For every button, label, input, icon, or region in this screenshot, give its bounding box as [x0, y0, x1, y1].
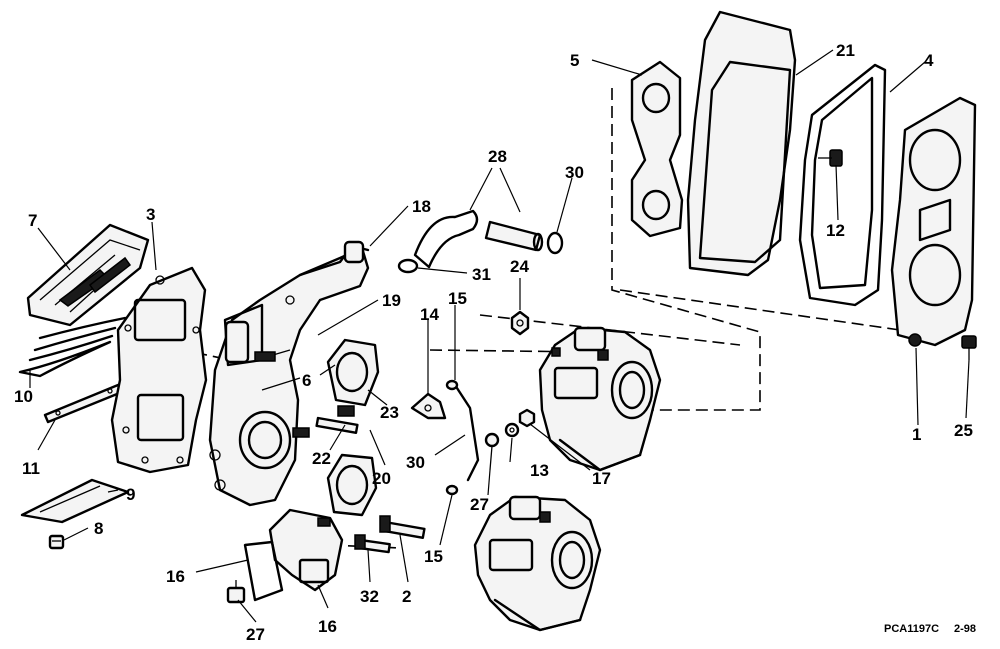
- callout-9: 9: [126, 485, 135, 504]
- part-screw-8: [48, 534, 65, 550]
- callout-28: 27: [470, 495, 489, 514]
- part-bracket-16: [268, 508, 344, 592]
- callout-31b: 31: [472, 265, 491, 284]
- part-screw-28: [484, 432, 500, 471]
- part-linkage-14: [410, 392, 447, 420]
- callout-8: 8: [94, 519, 103, 538]
- callout-15a: 15: [448, 289, 467, 308]
- part-clamp-31: [397, 231, 564, 274]
- part-intake-manifold: [208, 240, 370, 507]
- part-silencer-cover-1: [890, 96, 977, 347]
- callout-21: 20: [372, 469, 391, 488]
- callout-16: 16: [318, 617, 337, 636]
- callout-32: 32: [360, 587, 379, 606]
- part-carb-gasket-lower: [326, 453, 378, 517]
- callout-7: 7: [28, 211, 37, 230]
- part-carb-gasket-upper: [326, 338, 380, 407]
- callout-13: 13: [530, 461, 549, 480]
- drawing-code-date: 2-98: [954, 623, 976, 635]
- part-link-rod-30: [453, 383, 480, 482]
- callout-26: 25: [954, 421, 973, 440]
- callout-11: 11: [22, 459, 40, 478]
- callout-25: 24: [510, 257, 529, 276]
- callout-12: 12: [826, 221, 845, 240]
- callout-3: 3: [146, 205, 155, 224]
- callout-10: 10: [14, 387, 33, 406]
- part-gasket-4: [798, 63, 887, 307]
- callout-4: 4: [924, 51, 934, 70]
- callout-27: 27: [246, 625, 265, 644]
- part-plate-17: [243, 540, 284, 602]
- part-reed-block: [26, 223, 150, 327]
- drawing-code: PCA1197C 2-98: [884, 623, 976, 635]
- part-screw-12: [818, 149, 843, 167]
- callout-23: 22: [312, 449, 331, 468]
- part-washer-13: [504, 422, 520, 438]
- callout-19: 18: [412, 197, 431, 216]
- part-fitting-15: [445, 379, 459, 496]
- callout-30: 30: [406, 453, 425, 472]
- callout-18: 17: [592, 469, 611, 488]
- part-hose-29: [484, 220, 544, 252]
- part-screw-32: [354, 534, 391, 554]
- callout-17: 16: [166, 567, 185, 586]
- callout-labels: 7 3 5 21 4 18 28 30 31 24 19 14 15 6 23 …: [14, 41, 973, 644]
- part-reed-petals: [18, 316, 127, 378]
- part-gasket-5: [630, 60, 684, 238]
- part-airbox-22: [686, 10, 797, 277]
- callout-14: 14: [420, 305, 439, 324]
- leader-lines: [29, 49, 970, 623]
- callout-1: 1: [912, 425, 921, 444]
- callout-15b: 15: [424, 547, 443, 566]
- drawing-code-id: PCA1197C: [884, 623, 939, 635]
- callout-22: 21: [836, 41, 855, 60]
- part-nut-18: [518, 408, 536, 428]
- part-reed-gasket: [110, 266, 208, 474]
- part-studs: [315, 405, 359, 435]
- part-gasket-plate: [20, 478, 130, 524]
- callout-6: 6: [302, 371, 311, 390]
- part-hose-19: [413, 209, 479, 269]
- part-nut-25: [510, 310, 530, 336]
- part-screw-27: [226, 580, 246, 604]
- part-screw-26: [961, 335, 977, 360]
- part-carburetor-upper: [538, 326, 662, 472]
- part-reed-stop: [43, 383, 124, 424]
- part-screw-2: [379, 515, 426, 540]
- callout-24: 23: [380, 403, 399, 422]
- callout-5: 5: [570, 51, 579, 70]
- callout-20: 19: [382, 291, 401, 310]
- callout-31a: 30: [565, 163, 584, 182]
- part-carburetor-lower: [473, 495, 602, 632]
- callout-2: 2: [402, 587, 411, 606]
- callout-29: 28: [488, 147, 507, 166]
